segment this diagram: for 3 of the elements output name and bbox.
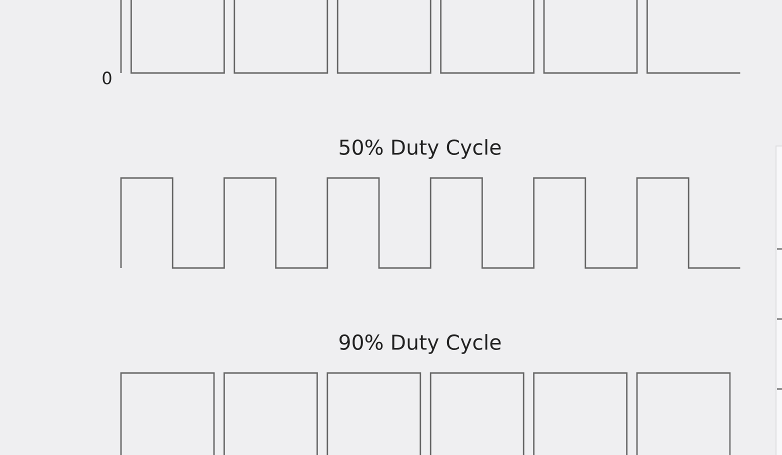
- waveform-title: 90% Duty Cycle: [340, 334, 501, 354]
- waveform-title: 50% Duty Cycle: [340, 139, 501, 159]
- axis-label: 0: [102, 72, 112, 84]
